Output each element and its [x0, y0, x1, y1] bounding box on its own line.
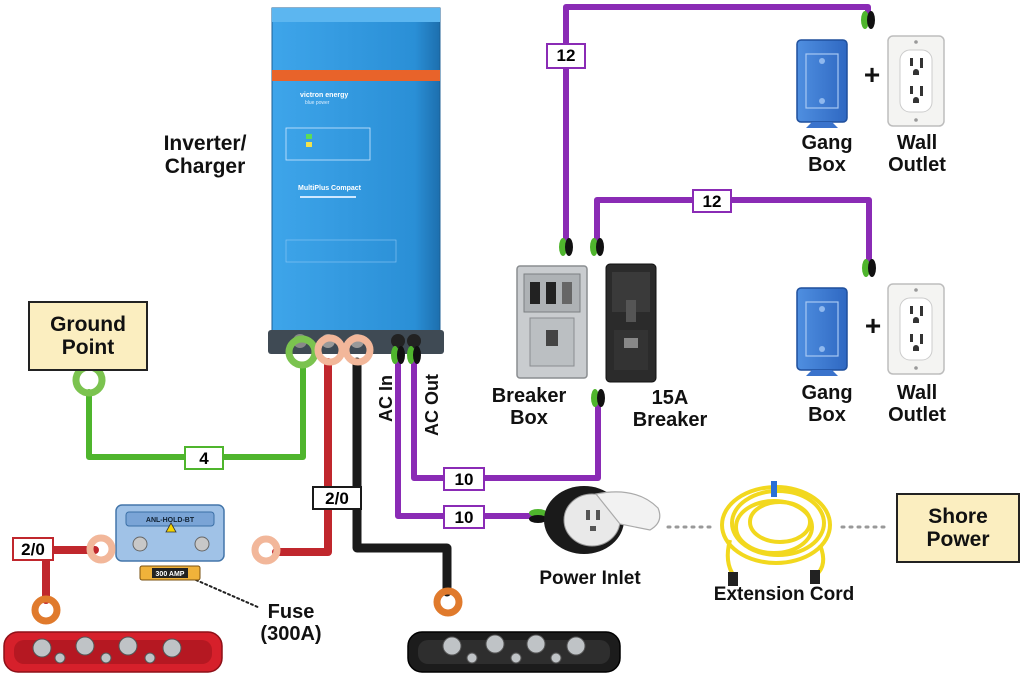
fuse-label-line1: Fuse [267, 601, 315, 623]
fuse-lug-right [251, 535, 281, 565]
negative-lug [342, 334, 374, 366]
power-inlet-label: Power Inlet [539, 568, 641, 589]
wire-end-outlet-top [861, 11, 875, 29]
ground-label-line1: Ground [50, 312, 126, 336]
breaker-box-line1: Breaker [491, 385, 567, 407]
wall-outlet-bottom [887, 283, 945, 375]
wall-outlet-top [887, 35, 945, 127]
shore-power-label: Shore Power [896, 493, 1020, 563]
positive-busbar [3, 631, 223, 673]
gang-box-top-label: Gang Box [788, 132, 866, 176]
ac-in-wire [395, 357, 538, 519]
ac-in-label: AC In [376, 375, 396, 422]
fuse-plate-text: 300 AMP [156, 571, 185, 578]
wire-end-breaker-2 [590, 238, 604, 256]
brand-subtext: blue power [305, 100, 330, 106]
wire-end-ac-in [391, 346, 405, 364]
inverter-charger: victron energy blue power MultiPlus Comp… [268, 7, 444, 354]
ac-wire-top-outlet [563, 4, 871, 248]
wall-outlet-top-line1: Wall [896, 132, 938, 154]
wall-outlet-bottom-line2: Outlet [888, 403, 946, 426]
inverter-label: Inverter/ Charger [150, 132, 260, 178]
inverter-lugs [285, 334, 374, 369]
positive-cable-main [272, 358, 332, 556]
gang-box-top [796, 39, 848, 128]
ground-wire [86, 362, 306, 460]
anl-fuse: 300 AMP [139, 565, 201, 581]
breaker-15a-label: 15A Breaker [618, 387, 722, 431]
wire-end-outlet-bottom [862, 259, 876, 277]
breaker-box-label: Breaker Box [476, 385, 582, 429]
ac-out-wire [411, 357, 601, 481]
brand-text: victron energy [300, 92, 348, 99]
fuse-label-line2: (300A) [260, 622, 322, 645]
brand-stripe [272, 70, 440, 81]
fuse-pointer [195, 579, 261, 609]
extension-cord-plug-1 [728, 572, 738, 586]
fuse-label: Fuse (300A) [246, 601, 336, 645]
gauge-label-ac-in: 10 [443, 505, 485, 529]
shore-label-line1: Shore [928, 504, 988, 528]
extension-cord-plug-2 [810, 570, 820, 584]
wall-outlet-bottom-label: Wall Outlet [874, 382, 960, 426]
extension-cord-label: Extension Cord [713, 584, 855, 605]
gang-box-top-line2: Box [808, 153, 846, 176]
negative-busbar-lug [433, 587, 463, 617]
negative-cable [352, 357, 452, 597]
plus-sign-bottom: + [865, 310, 881, 341]
extension-cord-tag [771, 481, 777, 497]
ground-point-label: Ground Point [28, 301, 148, 371]
wire-ends [391, 11, 876, 523]
model-text: MultiPlus Compact [298, 185, 362, 192]
fuse-holder-text: ANL-HOLD-BT [146, 517, 195, 524]
wall-outlet-bottom-line1: Wall [896, 382, 938, 404]
gauge-label-battery-left: 2/0 [12, 537, 54, 561]
gauge-label-bottom-outlet: 12 [692, 189, 732, 213]
extension-cord [720, 485, 832, 578]
wall-outlet-top-label: Wall Outlet [874, 132, 960, 176]
inverter-label-line1: Inverter/ [163, 132, 247, 155]
wall-outlet-top-line2: Outlet [888, 153, 946, 176]
breaker-15a [605, 263, 657, 383]
gang-box-top-line1: Gang [801, 132, 853, 154]
power-inlet [544, 486, 661, 554]
fuse-holder: ANL-HOLD-BT [115, 504, 225, 562]
positive-lug [314, 334, 346, 366]
gauge-label-ac-out: 10 [443, 467, 485, 491]
ac-wire-bottom-outlet [594, 197, 872, 271]
plus-sign-top: + [864, 59, 880, 90]
negative-busbar [407, 631, 621, 673]
breaker-15a-line2: Breaker [632, 408, 708, 431]
wire-end-ac-out [407, 346, 421, 364]
ground-label-line2: Point [61, 336, 115, 359]
gang-box-bottom-line1: Gang [801, 382, 853, 404]
wire-end-power-inlet [529, 509, 547, 523]
positive-busbar-lug [31, 595, 61, 625]
breaker-box [516, 265, 588, 379]
wire-end-15a-breaker [591, 389, 605, 407]
gauge-label-top-outlet: 12 [546, 43, 586, 69]
gang-box-bottom [796, 287, 848, 376]
fuse-lug-left [86, 534, 116, 564]
gang-box-bottom-label: Gang Box [788, 382, 866, 426]
wire-end-breaker-1 [559, 238, 573, 256]
breaker-box-line2: Box [510, 406, 548, 429]
gang-box-bottom-line2: Box [808, 403, 846, 426]
inverter-label-line2: Charger [164, 154, 246, 178]
gauge-label-battery-main: 2/0 [312, 486, 362, 510]
breaker-15a-line1: 15A [651, 387, 689, 409]
shore-label-line2: Power [926, 528, 990, 551]
gauge-label-ground: 4 [184, 446, 224, 470]
ac-out-label: AC Out [422, 374, 442, 436]
